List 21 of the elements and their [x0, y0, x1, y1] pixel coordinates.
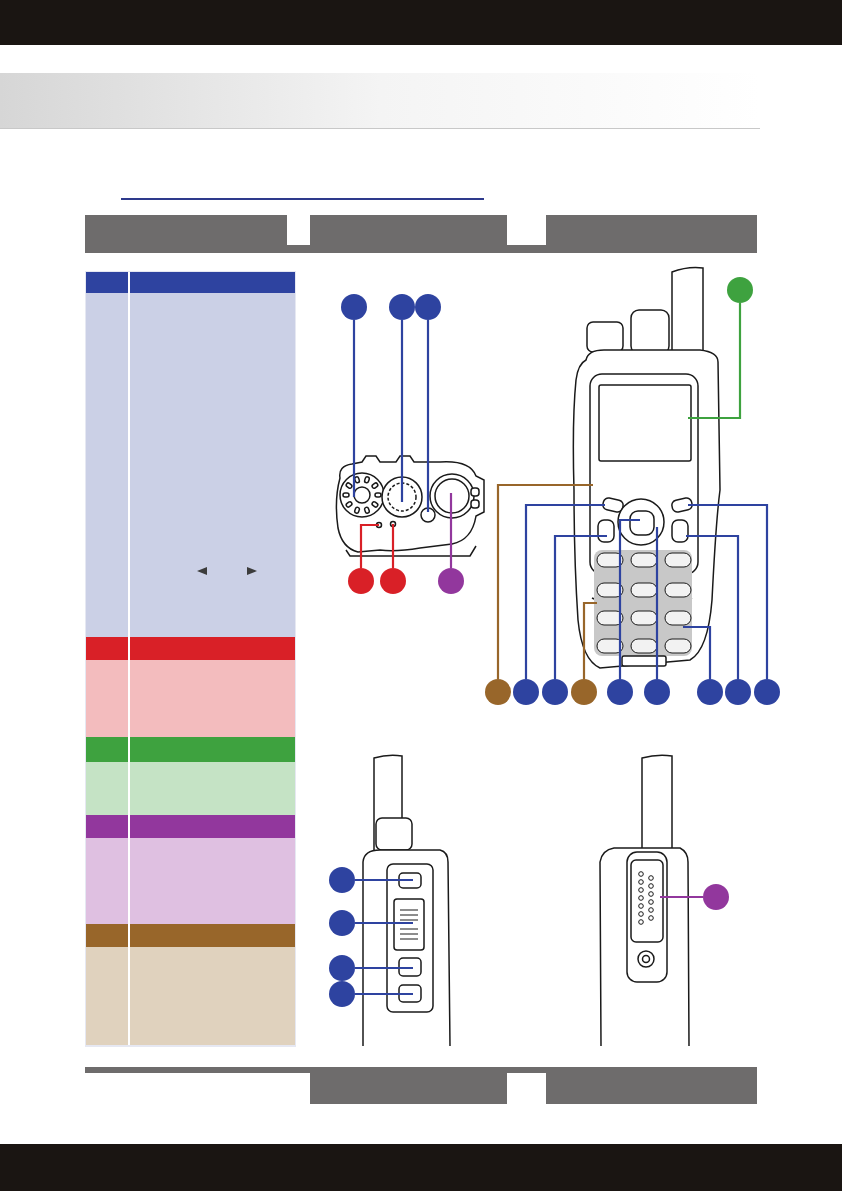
- leader-line: [618, 518, 640, 679]
- leader-line: [524, 503, 605, 679]
- leader-line: [355, 878, 413, 882]
- leader-line: [686, 534, 740, 679]
- leader-line: [683, 625, 712, 679]
- leader-line: [582, 601, 597, 679]
- leader-line: [400, 320, 404, 502]
- leader-line: [660, 895, 703, 899]
- leader-line: [496, 483, 593, 679]
- leader-line: [391, 524, 395, 568]
- leader-line: [355, 921, 413, 925]
- leader-line: [449, 493, 453, 568]
- leader-line: [688, 503, 769, 679]
- leader-line: [426, 320, 430, 512]
- leader-line: [688, 303, 742, 420]
- leader-line: [352, 320, 356, 497]
- leader-line: [655, 527, 659, 679]
- leader-line: [355, 992, 413, 996]
- leader-line: [359, 523, 379, 568]
- leader-line: [553, 534, 607, 679]
- leader-line: [355, 966, 413, 970]
